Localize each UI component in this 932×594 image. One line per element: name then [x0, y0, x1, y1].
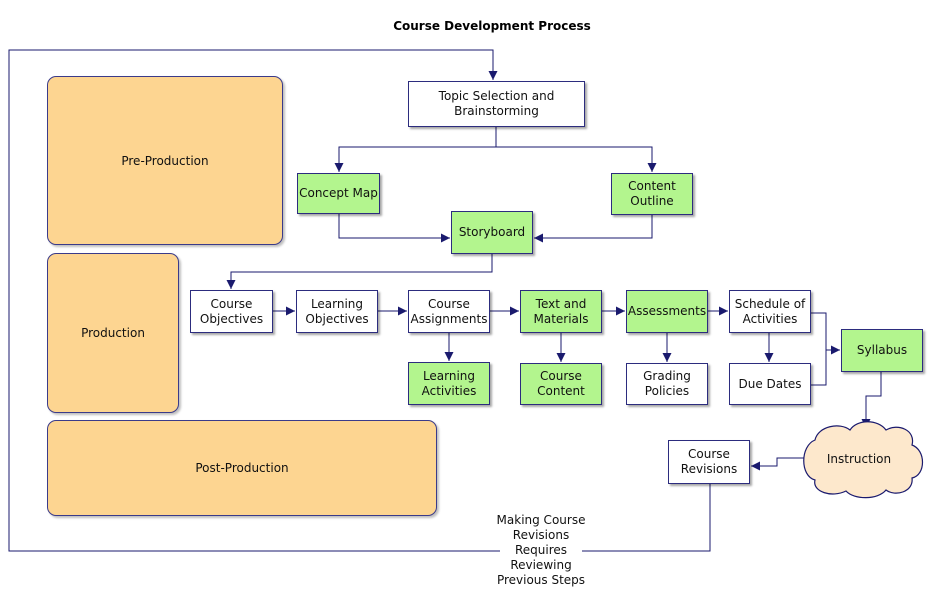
phase-post-production: Post-Production — [47, 420, 437, 516]
storyboard-to-course-objectives — [226, 254, 493, 289]
node-due-dates: Due Dates — [729, 363, 811, 405]
node-storyboard: Storyboard — [451, 211, 533, 254]
loop-connector — [582, 484, 711, 552]
syllabus-to-instruction — [861, 372, 882, 428]
loop-return-connector — [8, 49, 500, 552]
node-syllabus: Syllabus — [841, 329, 923, 372]
node-schedule-of-activities: Schedule of Activities — [729, 290, 811, 333]
node-text-and-materials: Text and Materials — [520, 290, 602, 333]
node-instruction: Instruction — [826, 452, 892, 466]
phase-pre-production: Pre-Production — [47, 76, 283, 245]
phase-post-production-label: Post-Production — [195, 461, 289, 475]
node-grading-policies: Grading Policies — [626, 363, 708, 405]
instruction-to-course-revisions — [751, 457, 805, 471]
due-dates-to-syllabus — [811, 350, 827, 386]
concept-map-to-storyboard — [338, 214, 450, 243]
instruction-cloud-shape — [803, 421, 924, 499]
node-course-objectives: Course Objectives — [190, 290, 273, 333]
node-topic-selection: Topic Selection and Brainstorming — [408, 81, 585, 127]
phase-production-label: Production — [81, 326, 145, 340]
phase-pre-production-label: Pre-Production — [121, 153, 209, 168]
loop-label: Making Course Revisions Requires Reviewi… — [496, 513, 586, 587]
node-concept-map: Concept Map — [297, 173, 380, 214]
node-course-assignments: Course Assignments — [408, 290, 490, 333]
content-outline-to-storyboard — [534, 215, 653, 243]
node-assessments: Assessments — [626, 290, 708, 333]
phase-production: Production — [47, 253, 179, 413]
node-course-content: Course Content — [520, 363, 602, 405]
topic-to-content-outline — [496, 146, 657, 172]
node-learning-objectives: Learning Objectives — [296, 290, 378, 333]
node-learning-activities: Learning Activities — [408, 362, 490, 405]
topic-to-concept-map — [334, 127, 497, 172]
node-course-revisions: Course Revisions — [668, 440, 750, 484]
schedule-to-syllabus — [811, 312, 840, 355]
diagram-title: Course Development Process — [393, 19, 591, 33]
node-content-outline: Content Outline — [611, 173, 693, 215]
